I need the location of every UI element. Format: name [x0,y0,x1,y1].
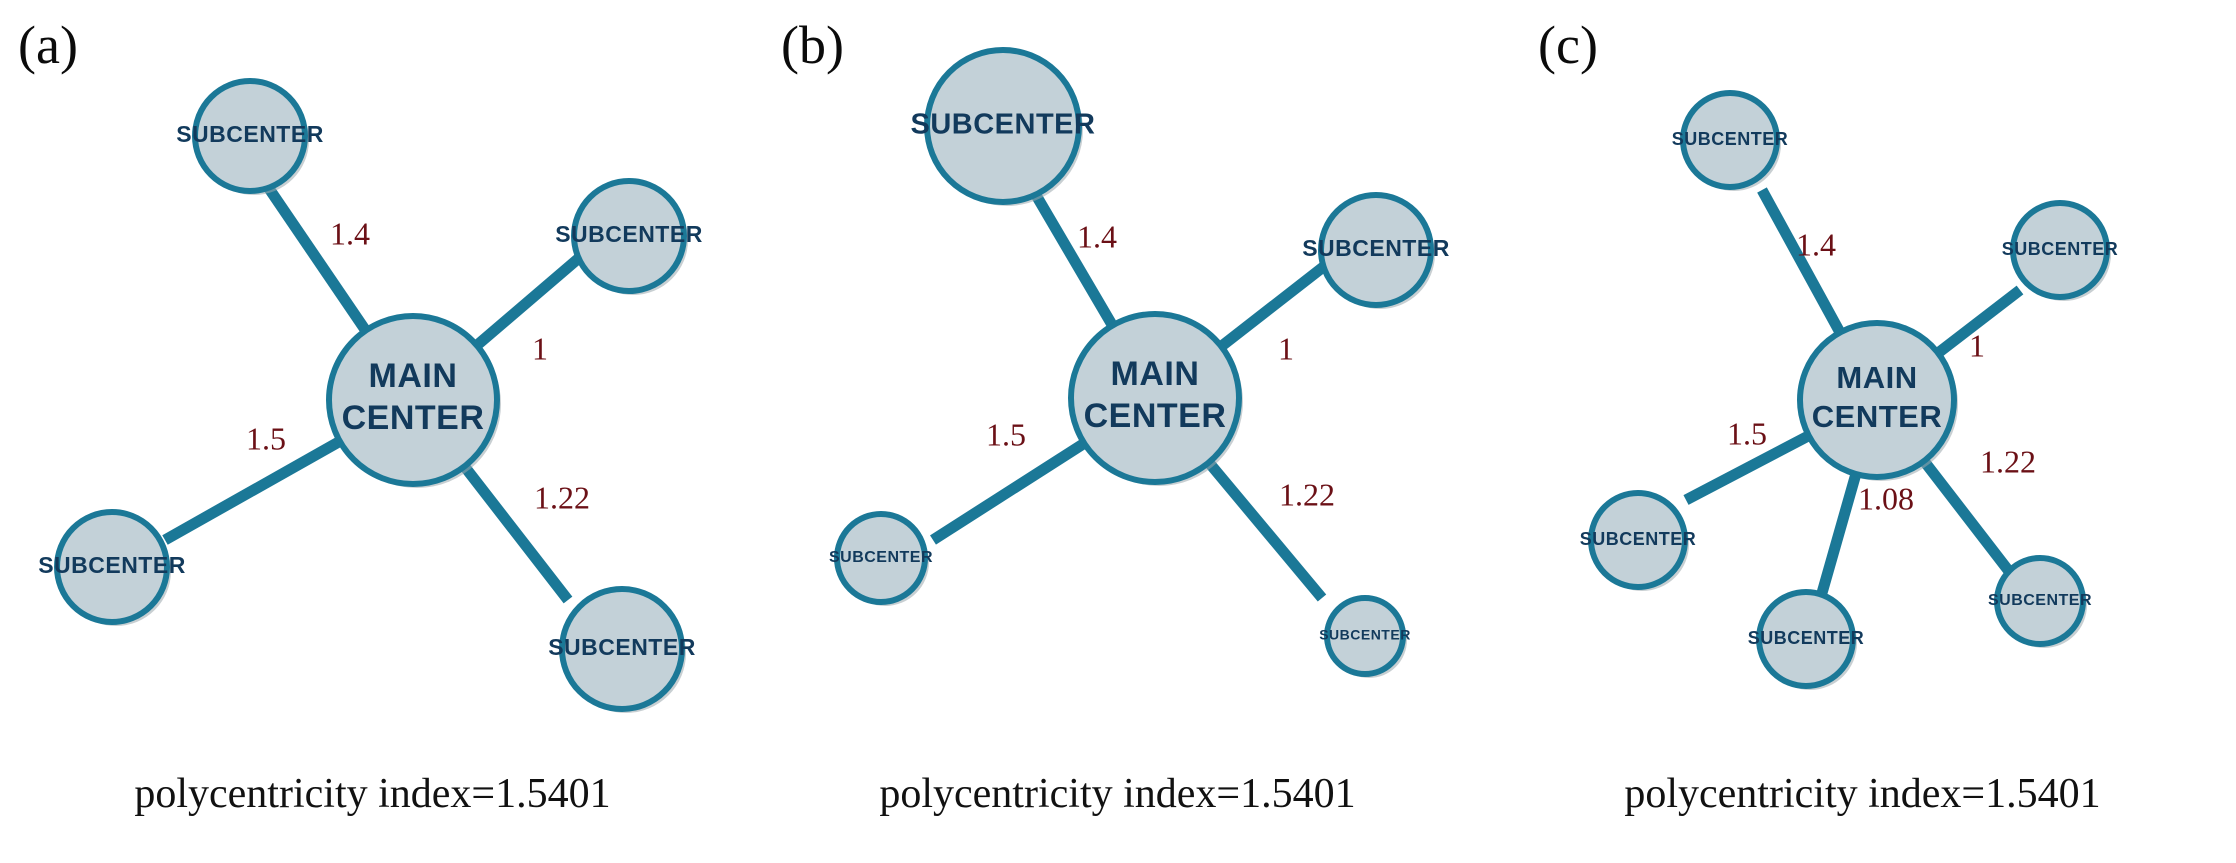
main-center-label-line1: MAIN [369,357,458,395]
main-center[interactable] [1068,311,1242,485]
edge-label-1-22: 1.22 [1980,443,2036,479]
main-center-label-line2: CENTER [1812,399,1942,434]
edge-label-1-5: 1.5 [246,420,286,456]
subcenter-top-left[interactable] [1680,90,1780,190]
edge-label-1-08: 1.08 [1858,480,1914,516]
subcenter-top-left-label: SUBCENTER [911,109,1096,141]
panel-c: (c) SUBCENTER SUBCENTER SUBCENTER SUBCEN [1490,0,2235,863]
edge-label-1-22: 1.22 [534,479,590,515]
subcenter-bottom-center-label: SUBCENTER [1748,628,1865,648]
main-center-label-line2: CENTER [342,399,485,437]
panel-a-graph: SUBCENTER SUBCENTER SUBCENTER SUBCENTER … [38,78,703,713]
panel-c-label: (c) [1538,15,1598,75]
main-center-label-line2: CENTER [1084,397,1227,435]
edge-label-1-4: 1.4 [1796,226,1836,262]
subcenter-bottom-right-label: SUBCENTER [1988,592,2092,609]
edge-label-1-4: 1.4 [1077,218,1117,254]
edge-label-1-4: 1.4 [330,215,370,251]
subcenter-top-right-label: SUBCENTER [2002,239,2119,259]
panel-c-graph: SUBCENTER SUBCENTER SUBCENTER SUBCENTER … [1580,90,2119,690]
subcenter-bottom-right[interactable] [1994,555,2086,647]
subcenter-bottom-left[interactable] [54,509,170,625]
subcenter-top-left-label: SUBCENTER [1672,129,1789,149]
edge-label-1: 1 [532,330,548,366]
panel-b: (b) SUBCENTER SUBCENTER SUBCENTER SUBCEN… [745,0,1490,863]
subcenter-bottom-center[interactable] [1756,589,1856,689]
subcenter-bottom-right[interactable] [559,586,685,712]
main-center[interactable] [1797,320,1957,480]
subcenter-bottom-left[interactable] [834,511,928,605]
edge-label-1: 1 [1278,330,1294,366]
panel-c-caption: polycentricity index=1.5401 [1624,771,2101,817]
subcenter-left-label: SUBCENTER [1580,529,1697,549]
edge-label-1: 1 [1969,327,1985,363]
subcenter-left[interactable] [1588,490,1688,590]
panel-b-caption: polycentricity index=1.5401 [879,771,1356,817]
edge-label-1-22: 1.22 [1279,476,1335,512]
panel-a: (a) SUBCENTER SUBCENTER SUBCENTER SUBCEN… [0,0,745,863]
subcenter-top-right[interactable] [1318,192,1434,308]
subcenter-top-right-label: SUBCENTER [1302,235,1450,261]
main-center-label-line1: MAIN [1111,355,1200,393]
subcenter-top-left[interactable] [192,78,308,194]
subcenter-bottom-left-label: SUBCENTER [38,552,186,578]
subcenter-top-right[interactable] [2010,200,2110,300]
panel-a-label: (a) [18,15,78,75]
subcenter-top-right[interactable] [571,178,687,294]
main-center[interactable] [326,313,500,487]
edge-label-1-5: 1.5 [1727,415,1767,451]
subcenter-top-left[interactable] [924,47,1082,205]
subcenter-bottom-right-label: SUBCENTER [548,634,696,660]
subcenter-top-left-label: SUBCENTER [176,121,324,147]
panel-b-graph: SUBCENTER SUBCENTER SUBCENTER SUBCENTER … [829,47,1450,678]
subcenter-top-right-label: SUBCENTER [555,221,703,247]
main-center-label-line1: MAIN [1836,360,1917,395]
edge-label-1-5: 1.5 [986,416,1026,452]
subcenter-bottom-right[interactable] [1324,595,1406,677]
panel-a-caption: polycentricity index=1.5401 [134,771,611,817]
subcenter-bottom-right-label: SUBCENTER [1319,627,1411,643]
panel-b-label: (b) [781,15,844,75]
subcenter-bottom-left-label: SUBCENTER [829,549,933,566]
